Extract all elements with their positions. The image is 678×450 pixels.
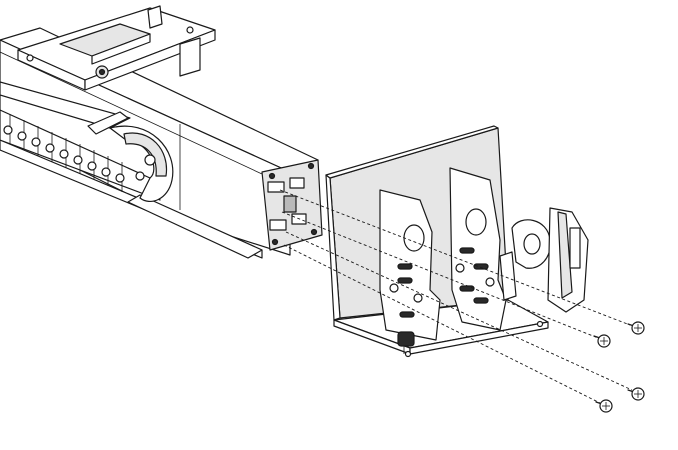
- alignment-lines: [279, 189, 633, 404]
- top-carriage-plate: [17, 5, 216, 91]
- cable-drag-chain: [0, 81, 174, 202]
- screw-2: [593, 334, 611, 348]
- screw-3: [627, 387, 645, 401]
- screw-1: [627, 321, 645, 335]
- screw-4: [595, 399, 613, 413]
- end-mounting-bracket: [325, 125, 589, 358]
